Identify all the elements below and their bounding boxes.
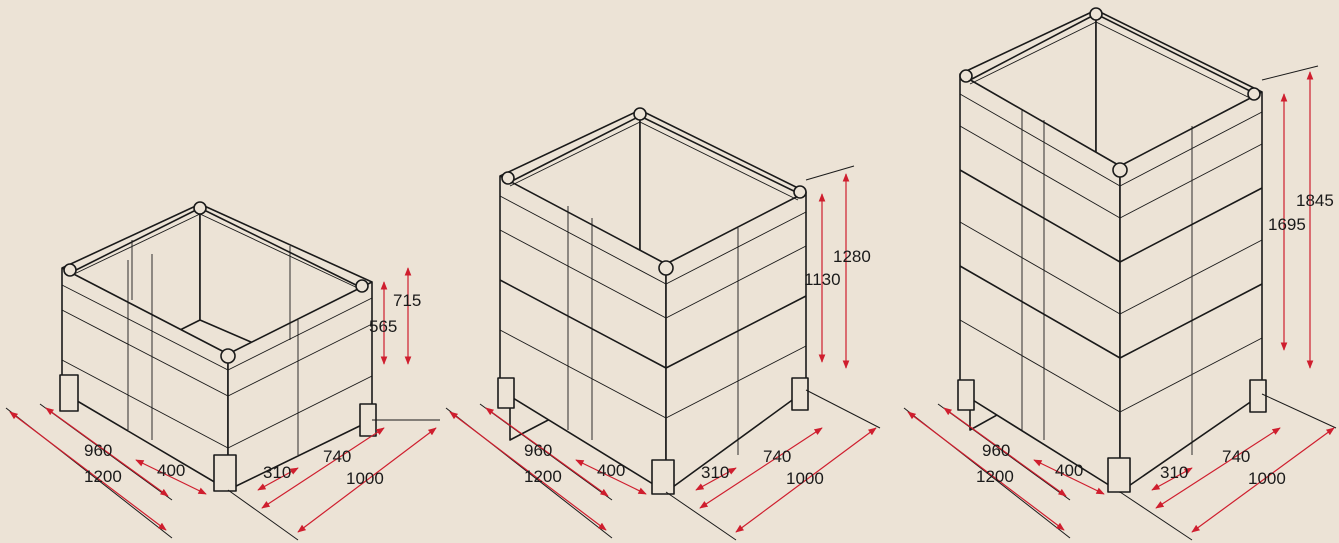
label-outer-height: 1845: [1296, 191, 1334, 210]
container-single-body: [59, 201, 377, 492]
label-opening: 400: [157, 461, 185, 480]
label-opening: 400: [597, 461, 625, 480]
label-opening: 400: [1055, 461, 1083, 480]
container-single: 960 1200 400 310 740 1000 565 715: [5, 201, 440, 541]
label-inner-length: 960: [84, 441, 112, 460]
label-inner-height: 565: [369, 317, 397, 336]
label-inner-length: 960: [524, 441, 552, 460]
container-double: 960 1200 400 310 740 1000 1130 1280: [445, 107, 881, 541]
label-foot: 310: [1160, 463, 1188, 482]
label-outer-width: 1000: [1248, 469, 1286, 488]
label-inner-width: 740: [323, 447, 351, 466]
label-outer-length: 1200: [84, 467, 122, 486]
container-triple-body: [957, 7, 1267, 493]
label-outer-length: 1200: [976, 467, 1014, 486]
label-outer-height: 1280: [833, 247, 871, 266]
container-double-dimensions: 960 1200 400 310 740 1000 1130 1280: [445, 165, 881, 541]
label-inner-height: 1130: [804, 270, 841, 289]
label-outer-width: 1000: [346, 469, 384, 488]
label-inner-width: 740: [763, 447, 791, 466]
container-triple-dimensions: 960 1200 400 310 740 1000 1695 1845: [903, 65, 1337, 541]
label-foot: 310: [263, 463, 291, 482]
label-inner-length: 960: [982, 441, 1010, 460]
label-outer-width: 1000: [786, 469, 824, 488]
label-foot: 310: [701, 463, 729, 482]
label-outer-height: 715: [393, 291, 421, 310]
label-outer-length: 1200: [524, 467, 562, 486]
container-double-body: [497, 107, 809, 495]
container-single-dimensions: 960 1200 400 310 740 1000 565 715: [5, 267, 440, 541]
container-triple: 960 1200 400 310 740 1000 1695 1845: [903, 7, 1337, 541]
label-inner-height: 1695: [1268, 215, 1306, 234]
label-inner-width: 740: [1222, 447, 1250, 466]
